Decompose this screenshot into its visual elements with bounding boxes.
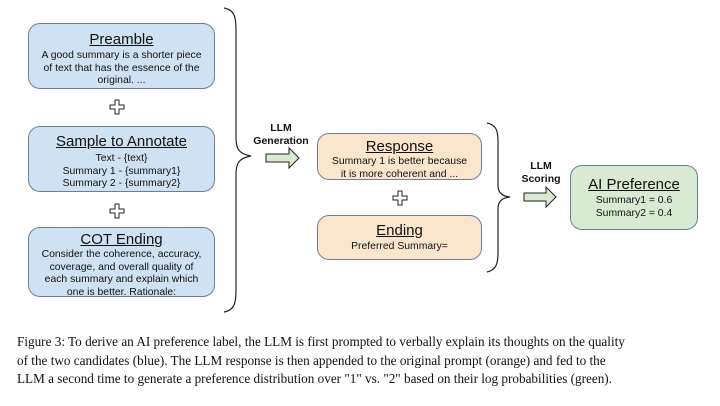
llm-scoring-label: LLM Scoring xyxy=(516,160,566,186)
ending-title: Ending xyxy=(376,222,423,239)
response-line: it is more coherent and ... xyxy=(340,168,459,180)
preamble-line: A good summary is a shorter piece xyxy=(41,50,202,61)
curly-brace-icon xyxy=(223,7,252,313)
generation-label-line: Generation xyxy=(253,135,309,147)
right-arrow-icon xyxy=(523,185,557,209)
scoring-label-line: LLM xyxy=(530,160,552,172)
response-text: Summary 1 is better because it is more c… xyxy=(318,156,481,181)
sample-title: Sample to Annotate xyxy=(56,133,187,150)
preamble-line: original. ... xyxy=(97,75,146,87)
cot-title: COT Ending xyxy=(80,231,163,248)
ai-preference-title: AI Preference xyxy=(588,176,680,193)
llm-generation-label: LLM Generation xyxy=(246,122,316,148)
preference-line: Summary2 = 0.4 xyxy=(595,207,673,219)
right-arrow-icon xyxy=(265,146,300,170)
caption-line: Figure 3: To derive an AI preference lab… xyxy=(17,334,625,349)
preference-line: Summary1 = 0.6 xyxy=(595,195,673,206)
diagram-graphics xyxy=(223,7,557,313)
ai-preference-box: AI Preference Summary1 = 0.6 Summary2 = … xyxy=(570,165,698,230)
sample-line: Summary 2 - {summary2} xyxy=(62,178,181,190)
sample-line: Text - {text} xyxy=(95,153,148,164)
cot-line: one is better. Rationale: xyxy=(66,286,177,298)
preamble-line: of text that has the essence of the xyxy=(43,62,200,74)
generation-label-line: LLM xyxy=(270,122,292,134)
cot-line: coverage, and overall quality of xyxy=(49,261,194,273)
cot-line: each summary and explain which xyxy=(44,274,199,286)
ending-text: Preferred Summary= xyxy=(318,241,481,254)
preamble-text: A good summary is a shorter piece of tex… xyxy=(29,50,214,88)
ending-line: Preferred Summary= xyxy=(351,241,448,252)
plus-icon xyxy=(392,190,408,206)
sample-box: Sample to Annotate Text - {text} Summary… xyxy=(28,126,215,192)
preamble-box: Preamble A good summary is a shorter pie… xyxy=(28,23,215,89)
cot-line: Consider the coherence, accuracy, xyxy=(41,249,202,260)
cot-text: Consider the coherence, accuracy, covera… xyxy=(29,249,214,299)
curly-brace-icon xyxy=(486,122,511,273)
ending-box: Ending Preferred Summary= xyxy=(317,215,482,260)
sample-line: Summary 1 - {summary1} xyxy=(62,165,181,177)
response-box: Response Summary 1 is better because it … xyxy=(317,133,482,180)
sample-text: Text - {text} Summary 1 - {summary1} Sum… xyxy=(29,153,214,191)
figure-caption: Figure 3: To derive an AI preference lab… xyxy=(17,333,712,389)
cot-box: COT Ending Consider the coherence, accur… xyxy=(28,227,215,299)
caption-line: LLM a second time to generate a preferen… xyxy=(17,371,612,386)
response-line: Summary 1 is better because xyxy=(331,156,468,167)
caption-line: of the two candidates (blue). The LLM re… xyxy=(17,352,606,368)
response-title: Response xyxy=(365,138,434,155)
ai-preference-text: Summary1 = 0.6 Summary2 = 0.4 xyxy=(571,195,697,220)
scoring-label-line: Scoring xyxy=(521,173,561,185)
plus-icon xyxy=(109,203,125,219)
plus-icon xyxy=(109,99,125,115)
preamble-title: Preamble xyxy=(89,31,154,48)
